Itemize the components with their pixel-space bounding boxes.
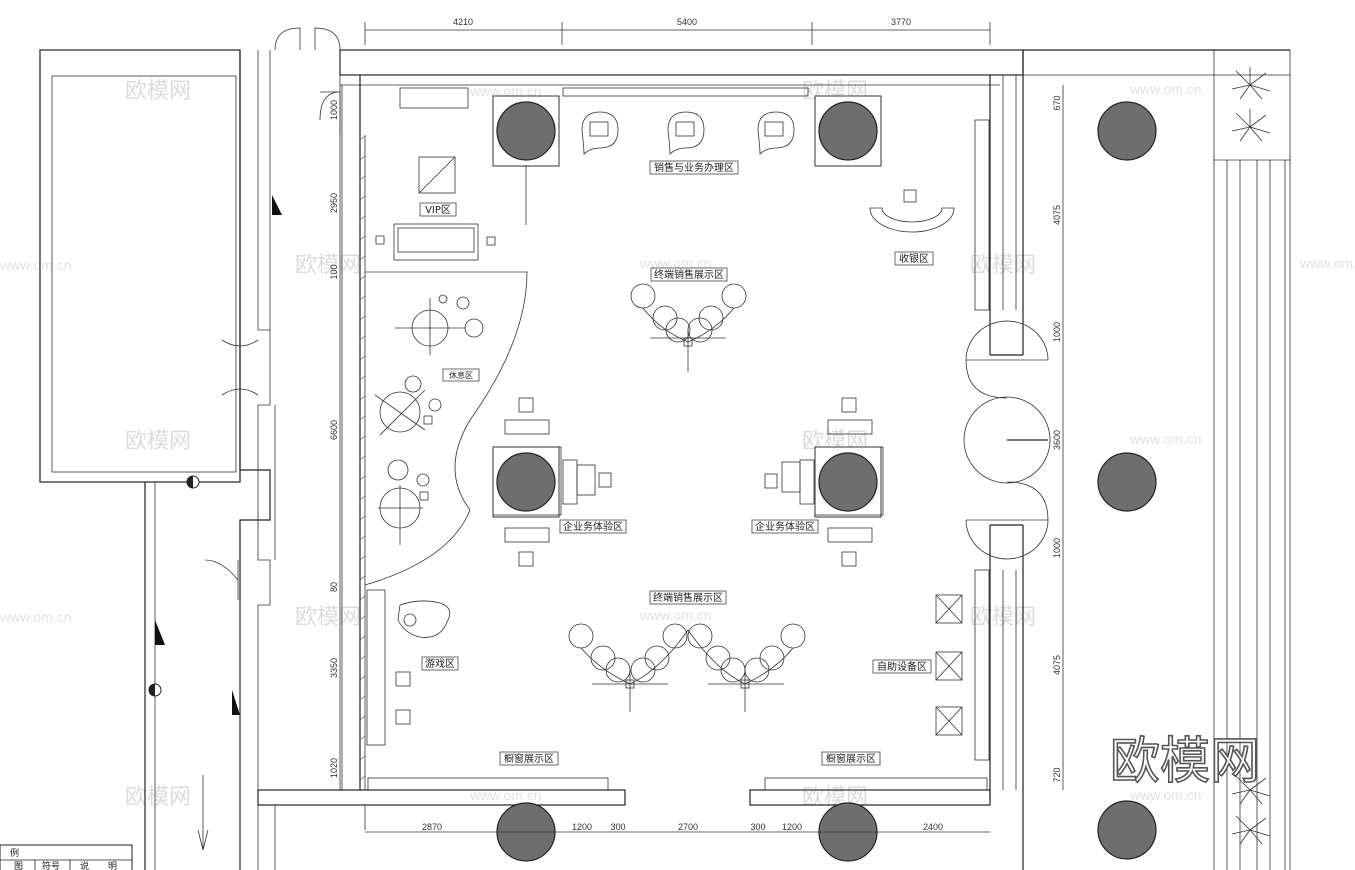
dimension-label: 2700 bbox=[678, 822, 698, 832]
pillar bbox=[496, 101, 556, 161]
watermark-url: www.om.cn bbox=[0, 257, 72, 273]
dimension-label: 4210 bbox=[453, 17, 473, 27]
pillar bbox=[818, 452, 878, 512]
zone-label-enterprise-right: 企业务体验区 bbox=[755, 520, 815, 533]
pillar bbox=[1097, 452, 1157, 512]
legend-title: 例 bbox=[10, 847, 19, 859]
dimension-label: 670 bbox=[1052, 95, 1062, 110]
service-kiosk bbox=[667, 111, 705, 155]
watermark: 欧模网 bbox=[295, 253, 361, 278]
watermark: 欧模网 bbox=[295, 605, 361, 630]
dimension-label: 1000 bbox=[329, 100, 339, 120]
display-stand bbox=[630, 283, 747, 372]
main-hall-walls bbox=[257, 49, 1024, 870]
zone-label-game: 游戏区 bbox=[425, 657, 455, 670]
plant-icon bbox=[1231, 67, 1271, 845]
dimension-label: 5400 bbox=[677, 17, 697, 27]
zone-label-window-left: 橱窗展示区 bbox=[504, 752, 554, 765]
zone-label-terminal-display-bottom: 终端销售展示区 bbox=[653, 591, 723, 604]
dimension-label: 3600 bbox=[1052, 430, 1062, 450]
dimension-label: 3350 bbox=[329, 658, 339, 678]
watermark: 欧模网 bbox=[125, 79, 191, 104]
display-stand bbox=[568, 623, 806, 712]
watermark-url: www.om.cn bbox=[639, 607, 712, 623]
service-kiosk bbox=[581, 111, 619, 155]
watermark-layer: 欧模网 欧模网 www.om.cn www.om.cn 欧模网 欧模网 www.… bbox=[0, 79, 1355, 810]
dimension-label: 1000 bbox=[1052, 538, 1062, 558]
watermark: 欧模网 bbox=[125, 429, 191, 454]
dimension-label: 720 bbox=[1052, 767, 1062, 782]
zone-label-vip: VIP区 bbox=[425, 204, 451, 216]
pillar bbox=[1097, 101, 1157, 161]
legend-col: 符号 bbox=[42, 860, 60, 870]
atm-icon bbox=[935, 594, 963, 624]
watermark-logo: 欧模网 bbox=[1110, 732, 1260, 790]
watermark-url: www.om.cn bbox=[469, 787, 542, 803]
watermark-url: www.om.cn bbox=[1129, 81, 1202, 97]
watermark-url: www.om.cn bbox=[469, 83, 542, 99]
atm-icon bbox=[935, 706, 963, 736]
pillar bbox=[818, 101, 878, 161]
watermark-url: www.om.cn bbox=[1299, 255, 1355, 271]
watermark-url: www.om.cn bbox=[1129, 787, 1202, 803]
furniture-layer bbox=[364, 87, 963, 746]
pillar-layer bbox=[492, 95, 1157, 862]
legend-col: 图 bbox=[14, 861, 23, 870]
zone-label-rest: 休息区 bbox=[449, 370, 473, 380]
dimension-label: 1200 bbox=[572, 822, 592, 832]
dimension-label: 100 bbox=[329, 264, 339, 279]
pillar bbox=[1097, 800, 1157, 860]
watermark-url: www.om.cn bbox=[639, 255, 712, 271]
zone-label-enterprise-left: 企业务体验区 bbox=[563, 520, 623, 533]
atm-icon bbox=[935, 651, 963, 681]
legend-col: 明 bbox=[108, 861, 117, 870]
dimension-label: 1000 bbox=[1052, 322, 1062, 342]
dimension-lines: 4210 5400 3770 2870 1200 300 2700 300 12… bbox=[329, 17, 1064, 833]
dimension-label: 1020 bbox=[329, 758, 339, 778]
left-building bbox=[39, 27, 341, 870]
main-entrance bbox=[963, 320, 1051, 560]
service-kiosk bbox=[757, 111, 795, 155]
pillar bbox=[496, 452, 556, 512]
legend-table: 例 图 符号 说 明 bbox=[0, 844, 133, 870]
watermark-url: www.om.cn bbox=[1129, 431, 1202, 447]
zone-label-self-service: 自助设备区 bbox=[877, 660, 927, 673]
right-plaza bbox=[1023, 49, 1291, 870]
zone-label-window-right: 橱窗展示区 bbox=[826, 752, 876, 765]
watermark-url: www.om.cn bbox=[0, 609, 72, 625]
dimension-label: 2950 bbox=[329, 193, 339, 213]
dimension-label: 1200 bbox=[782, 822, 802, 832]
dimension-label: 300 bbox=[610, 822, 625, 832]
dimension-label: 2870 bbox=[422, 822, 442, 832]
dimension-label: 6600 bbox=[329, 420, 339, 440]
dimension-label: 300 bbox=[750, 822, 765, 832]
legend-col: 说 bbox=[80, 860, 89, 870]
dimension-label: 4075 bbox=[1052, 655, 1062, 675]
dimension-label: 3770 bbox=[891, 17, 911, 27]
zone-label-cashier: 收银区 bbox=[899, 252, 929, 265]
dimension-label: 80 bbox=[329, 582, 339, 592]
dimension-label: 2400 bbox=[923, 822, 943, 832]
zone-label-terminal-display-top: 终端销售展示区 bbox=[654, 268, 724, 281]
dimension-label: 4075 bbox=[1052, 205, 1062, 225]
watermark: 欧模网 bbox=[125, 785, 191, 810]
zone-label-sales-service: 销售与业务办理区 bbox=[654, 161, 734, 174]
zone-labels: 销售与业务办理区 VIP区 收银区 终端销售展示区 休息区 企业务体验区 企业务… bbox=[419, 160, 934, 766]
